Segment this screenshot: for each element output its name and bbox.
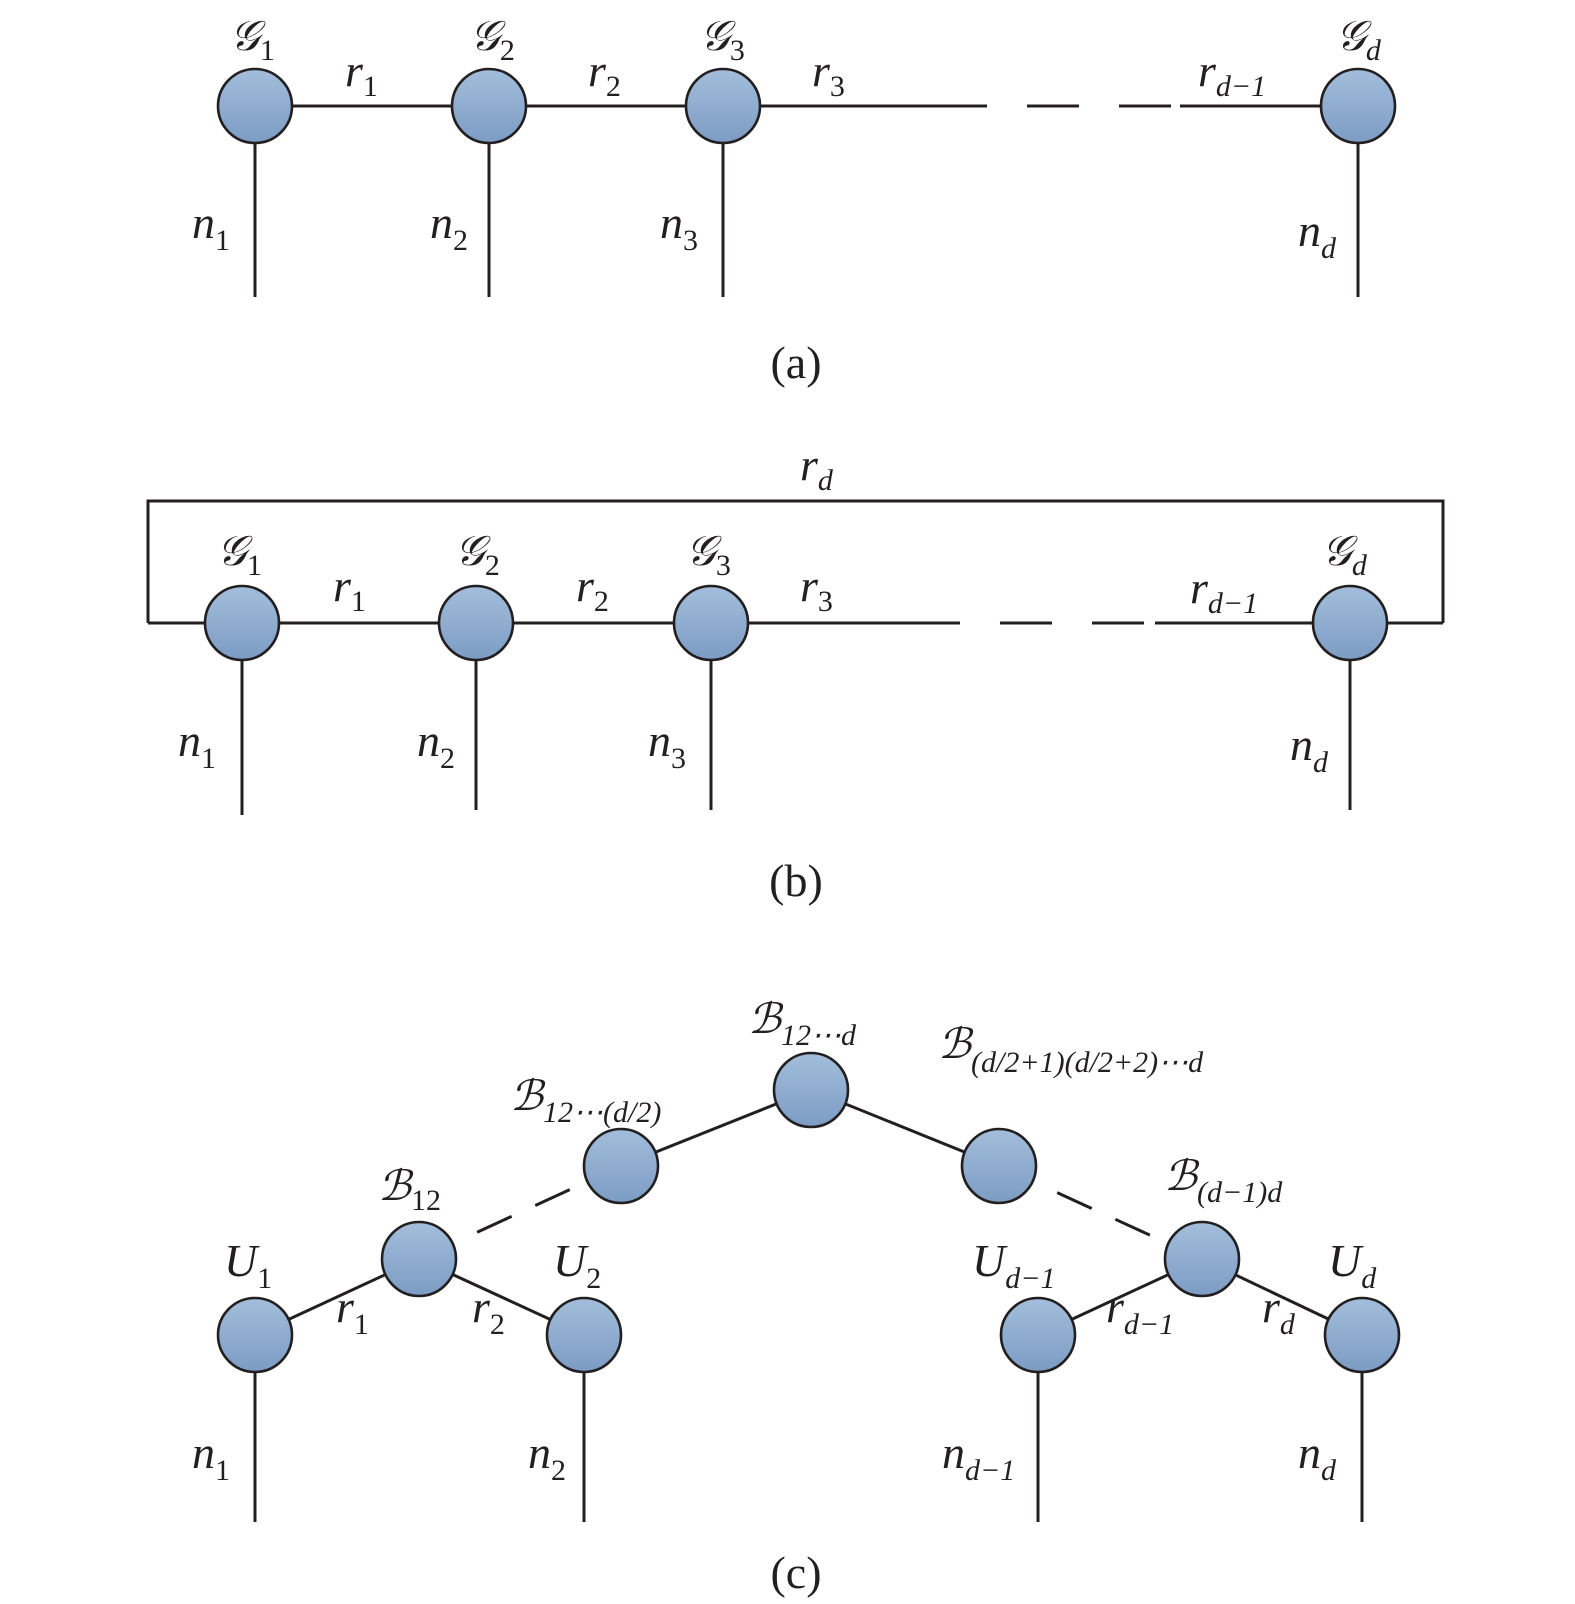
transfer-tensor-label: ℬ12⋯(d/2) bbox=[510, 1071, 661, 1129]
transfer-tensor-label: ℬ12⋯d bbox=[748, 994, 857, 1052]
transfer-tensor-node bbox=[960, 1127, 1038, 1205]
transfer-tensor-node bbox=[380, 1220, 458, 1298]
tensor-core-node bbox=[1319, 67, 1397, 145]
dimension-label: n2 bbox=[417, 715, 455, 775]
dimension-label: n3 bbox=[660, 197, 698, 257]
transfer-tensor-node bbox=[582, 1127, 660, 1205]
panel-a-tensor-train: 𝒢1 𝒢2 𝒢3 𝒢d r1 r2 r3 rd−1 n1 n2 n3 nd (a… bbox=[192, 11, 1397, 388]
leaf-matrix-node bbox=[1323, 1296, 1401, 1374]
tensor-core-node bbox=[1311, 584, 1389, 662]
dimension-label: nd bbox=[1298, 1427, 1337, 1487]
dimension-label: n3 bbox=[648, 715, 686, 775]
core-label: 𝒢3 bbox=[686, 526, 731, 582]
core-label: 𝒢3 bbox=[700, 11, 745, 67]
core-label: 𝒢1 bbox=[230, 11, 275, 67]
transfer-tensor-label: ℬ(d−1)d bbox=[1164, 1151, 1283, 1209]
dimension-label: n2 bbox=[430, 197, 468, 257]
tensor-core-node bbox=[437, 584, 515, 662]
tensor-core-node bbox=[684, 67, 762, 145]
rank-label: r2 bbox=[588, 45, 621, 103]
ring-loop-edge bbox=[146, 499, 1445, 623]
dimension-label: nd bbox=[1290, 719, 1329, 779]
dimension-label: n2 bbox=[528, 1427, 566, 1487]
leaf-matrix-label: U2 bbox=[553, 1235, 601, 1295]
tensor-core-node bbox=[203, 584, 281, 662]
dimension-label: nd−1 bbox=[942, 1427, 1015, 1487]
rank-label: rd−1 bbox=[1106, 1281, 1174, 1341]
leaf-matrix-label: U1 bbox=[224, 1235, 272, 1295]
panel-c-hierarchical-tucker: ℬ12⋯d ℬ12⋯(d/2) ℬ(d/2+1)(d/2+2)⋯d ℬ12 ℬ(… bbox=[192, 994, 1401, 1598]
rank-label: r2 bbox=[472, 1281, 505, 1341]
core-label: 𝒢2 bbox=[455, 526, 500, 582]
rank-label: rd−1 bbox=[1190, 562, 1258, 620]
core-label: 𝒢d bbox=[1322, 526, 1368, 582]
rank-label: r1 bbox=[336, 1281, 369, 1341]
transfer-tensor-node bbox=[772, 1051, 850, 1129]
rank-label: rd−1 bbox=[1198, 45, 1266, 103]
tensor-core-node bbox=[216, 67, 294, 145]
rank-label: r2 bbox=[576, 560, 609, 618]
core-label: 𝒢d bbox=[1336, 11, 1382, 67]
panel-caption: (b) bbox=[769, 855, 823, 906]
rank-label: r3 bbox=[812, 45, 845, 103]
panel-caption: (c) bbox=[770, 1547, 821, 1598]
loop-rank-label: rd bbox=[800, 439, 834, 497]
transfer-tensor-label: ℬ(d/2+1)(d/2+2)⋯d bbox=[938, 1019, 1204, 1079]
dimension-label: nd bbox=[1298, 205, 1337, 265]
dimension-label: n1 bbox=[192, 1427, 230, 1487]
dimension-label: n1 bbox=[192, 197, 230, 257]
dimension-label: n1 bbox=[178, 715, 216, 775]
core-label: 𝒢2 bbox=[470, 11, 515, 67]
leaf-matrix-node bbox=[216, 1296, 294, 1374]
transfer-tensor-node bbox=[1163, 1220, 1241, 1298]
leaf-matrix-node bbox=[999, 1296, 1077, 1374]
panel-b-tensor-ring: rd 𝒢1 𝒢2 𝒢3 𝒢d r1 r2 r3 rd−1 n1 n2 n3 nd… bbox=[146, 439, 1445, 906]
tensor-core-node bbox=[450, 67, 528, 145]
panel-caption: (a) bbox=[770, 337, 821, 388]
rank-label: r3 bbox=[800, 560, 833, 618]
leaf-matrix-label: Ud−1 bbox=[972, 1235, 1055, 1295]
rank-label: rd bbox=[1262, 1281, 1296, 1341]
leaf-matrix-label: Ud bbox=[1328, 1235, 1377, 1295]
leaf-matrix-node bbox=[545, 1296, 623, 1374]
rank-label: r1 bbox=[345, 45, 378, 103]
tensor-core-node bbox=[672, 584, 750, 662]
core-label: 𝒢1 bbox=[217, 526, 262, 582]
transfer-tensor-label: ℬ12 bbox=[378, 1161, 441, 1217]
rank-label: r1 bbox=[333, 560, 366, 618]
